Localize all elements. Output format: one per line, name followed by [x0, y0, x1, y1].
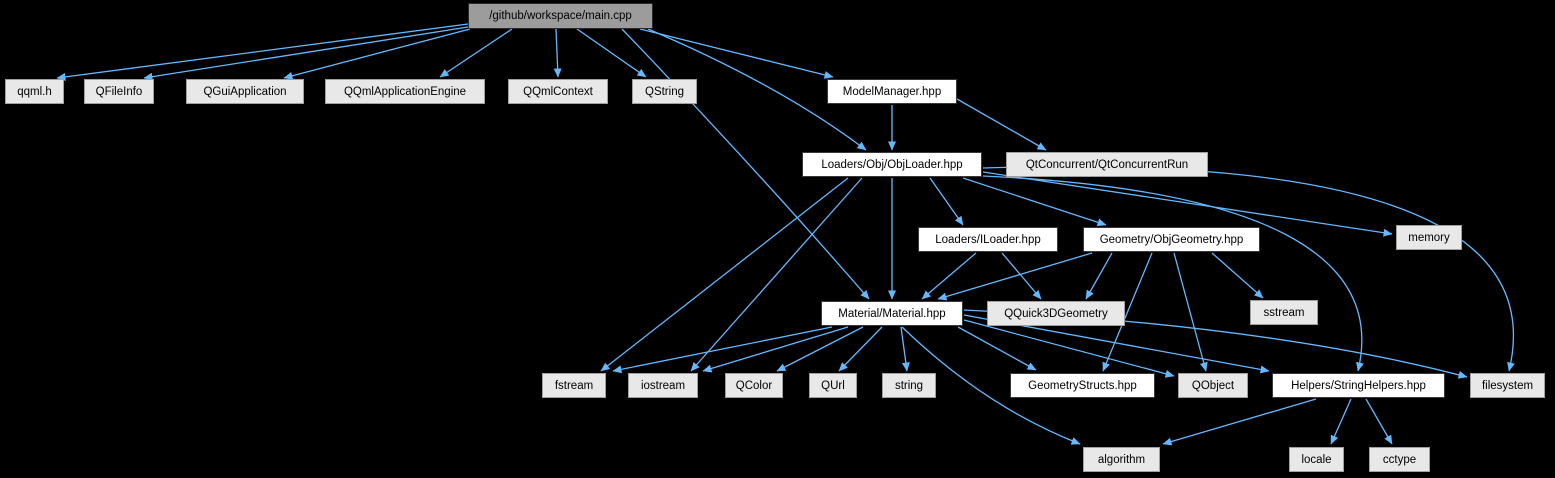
node-geometrystructs[interactable]: GeometryStructs.hpp — [1010, 373, 1155, 398]
edge-iloader-to-qquick3dgeometry — [1001, 252, 1042, 300]
edge-objloader-to-iloader — [929, 177, 964, 226]
edge-objloader-to-objgeometry — [962, 177, 1107, 227]
node-fstream: fstream — [542, 373, 606, 398]
edge-material-to-qurl — [838, 326, 883, 372]
node-memory: memory — [1396, 225, 1462, 250]
node-qfileinfo: QFileInfo — [84, 79, 154, 104]
node-objgeometry[interactable]: Geometry/ObjGeometry.hpp — [1083, 227, 1260, 252]
node-qguiapplication: QGuiApplication — [186, 79, 304, 104]
node-iloader[interactable]: Loaders/ILoader.hpp — [918, 227, 1058, 252]
node-filesystem: filesystem — [1470, 373, 1545, 398]
edge-material-to-qcolor — [776, 326, 864, 372]
node-qobject: QObject — [1178, 373, 1248, 398]
edge-stringhelpers-to-algorithm — [1162, 398, 1317, 446]
node-stringhelpers[interactable]: Helpers/StringHelpers.hpp — [1272, 373, 1445, 398]
edge-objloader-to-stringhelpers — [982, 175, 1364, 372]
edge-main-to-qqmlcontext — [553, 28, 562, 78]
node-qquick3dgeometry: QQuick3DGeometry — [987, 301, 1125, 326]
edge-objgeometry-to-geometrystructs — [1102, 252, 1153, 372]
edge-material-to-fstream — [612, 326, 833, 374]
node-qqmlcontext: QQmlContext — [508, 79, 608, 104]
edge-objloader-to-iostream — [690, 177, 863, 372]
edge-iloader-to-material — [921, 252, 977, 300]
edge-stringhelpers-to-locale — [1330, 398, 1352, 445]
edge-material-to-algorithm — [901, 326, 1081, 445]
node-qqmlapplicationengine: QQmlApplicationEngine — [325, 79, 485, 104]
node-locale: locale — [1289, 447, 1344, 472]
edge-main-to-qstring — [576, 28, 647, 78]
edge-modelmanager-to-qtconcurrent — [956, 98, 1047, 151]
edge-material-to-string — [900, 326, 910, 372]
node-algorithm: algorithm — [1083, 447, 1160, 472]
node-qqml: qqml.h — [5, 79, 64, 104]
node-qurl: QUrl — [809, 373, 857, 398]
node-main: /github/workspace/main.cpp — [468, 3, 653, 29]
edge-objgeometry-to-material — [937, 252, 1093, 301]
node-material[interactable]: Material/Material.hpp — [821, 301, 963, 326]
edge-main-to-qfileinfo — [143, 26, 469, 81]
node-cctype: cctype — [1369, 447, 1430, 472]
node-string: string — [882, 373, 936, 398]
node-qcolor: QColor — [725, 373, 783, 398]
edge-objloader-to-filesystem — [982, 165, 1515, 372]
node-sstream: sstream — [1250, 300, 1318, 325]
node-iostream: iostream — [628, 373, 698, 398]
node-modelmanager[interactable]: ModelManager.hpp — [827, 79, 957, 104]
edge-material-to-iostream — [702, 326, 849, 373]
node-objloader[interactable]: Loaders/Obj/ObjLoader.hpp — [802, 152, 982, 177]
node-qtconcurrent: QtConcurrent/QtConcurrentRun — [1006, 152, 1208, 177]
edge-objloader-to-fstream — [600, 177, 849, 372]
edge-main-to-modelmanager — [639, 28, 834, 79]
edge-material-to-qobject — [963, 319, 1175, 378]
edge-objloader-to-memory — [982, 171, 1393, 237]
edge-objgeometry-to-qquick3dgeometry — [1085, 252, 1113, 300]
edge-main-to-objloader — [647, 28, 867, 151]
edge-objgeometry-to-qobject — [1173, 252, 1208, 372]
edge-material-to-geometrystructs — [957, 326, 1037, 371]
edge-objgeometry-to-sstream — [1211, 252, 1264, 299]
edge-main-to-qqml — [56, 23, 469, 81]
node-qstring: QString — [632, 79, 697, 104]
edge-stringhelpers-to-cctype — [1365, 398, 1393, 445]
edge-main-to-qqmlapplicationengine — [439, 28, 513, 78]
edge-main-to-material — [621, 28, 870, 300]
edge-main-to-qguiapplication — [283, 28, 471, 80]
